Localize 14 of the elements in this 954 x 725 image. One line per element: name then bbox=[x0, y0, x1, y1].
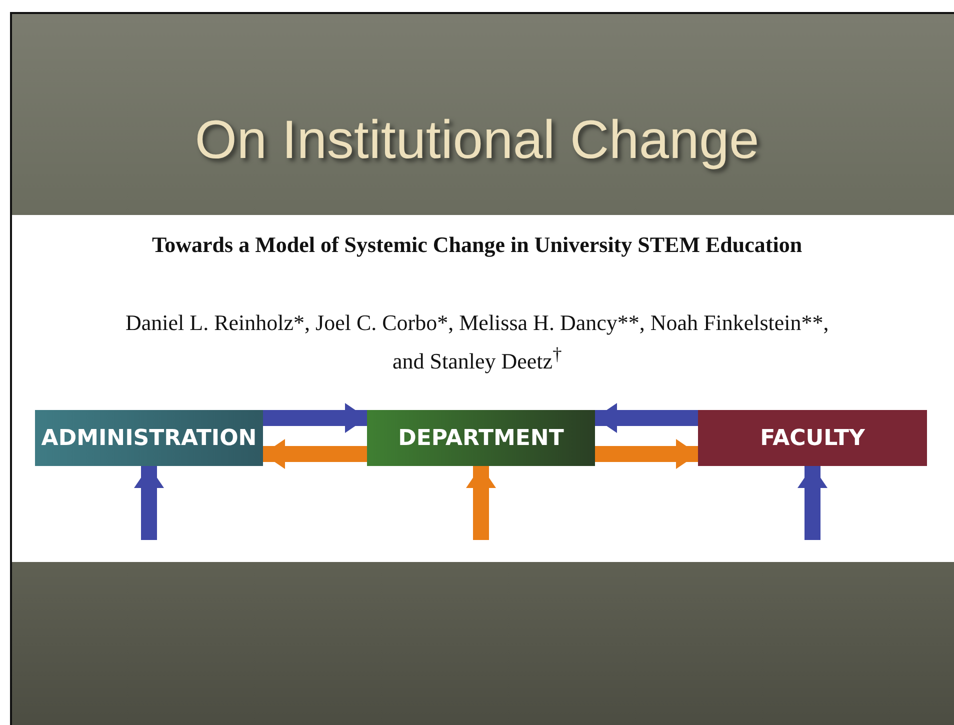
author-list: and Stanley Deetz$^{†}$ bbox=[392, 344, 562, 374]
arrow bbox=[134, 466, 164, 540]
paper-title: Towards a Model of Systemic Change in University STEM Education bbox=[152, 232, 802, 258]
department-box: DEPARTMENT bbox=[367, 410, 595, 466]
arrow bbox=[595, 403, 698, 433]
administration-box: ADMINISTRATION bbox=[35, 410, 263, 466]
faculty-box: FACULTY bbox=[698, 410, 927, 466]
author-list: Daniel L. Reinholz*, Joel C. Corbo*, Melissa H. Dancy**, Noah Finkelstein**, bbox=[126, 310, 829, 336]
arrow bbox=[595, 439, 698, 469]
slide-title: On Institutional Change bbox=[194, 109, 760, 172]
arrow bbox=[466, 466, 496, 540]
arrow bbox=[798, 466, 828, 540]
arrow bbox=[263, 403, 367, 433]
arrow bbox=[263, 439, 367, 469]
